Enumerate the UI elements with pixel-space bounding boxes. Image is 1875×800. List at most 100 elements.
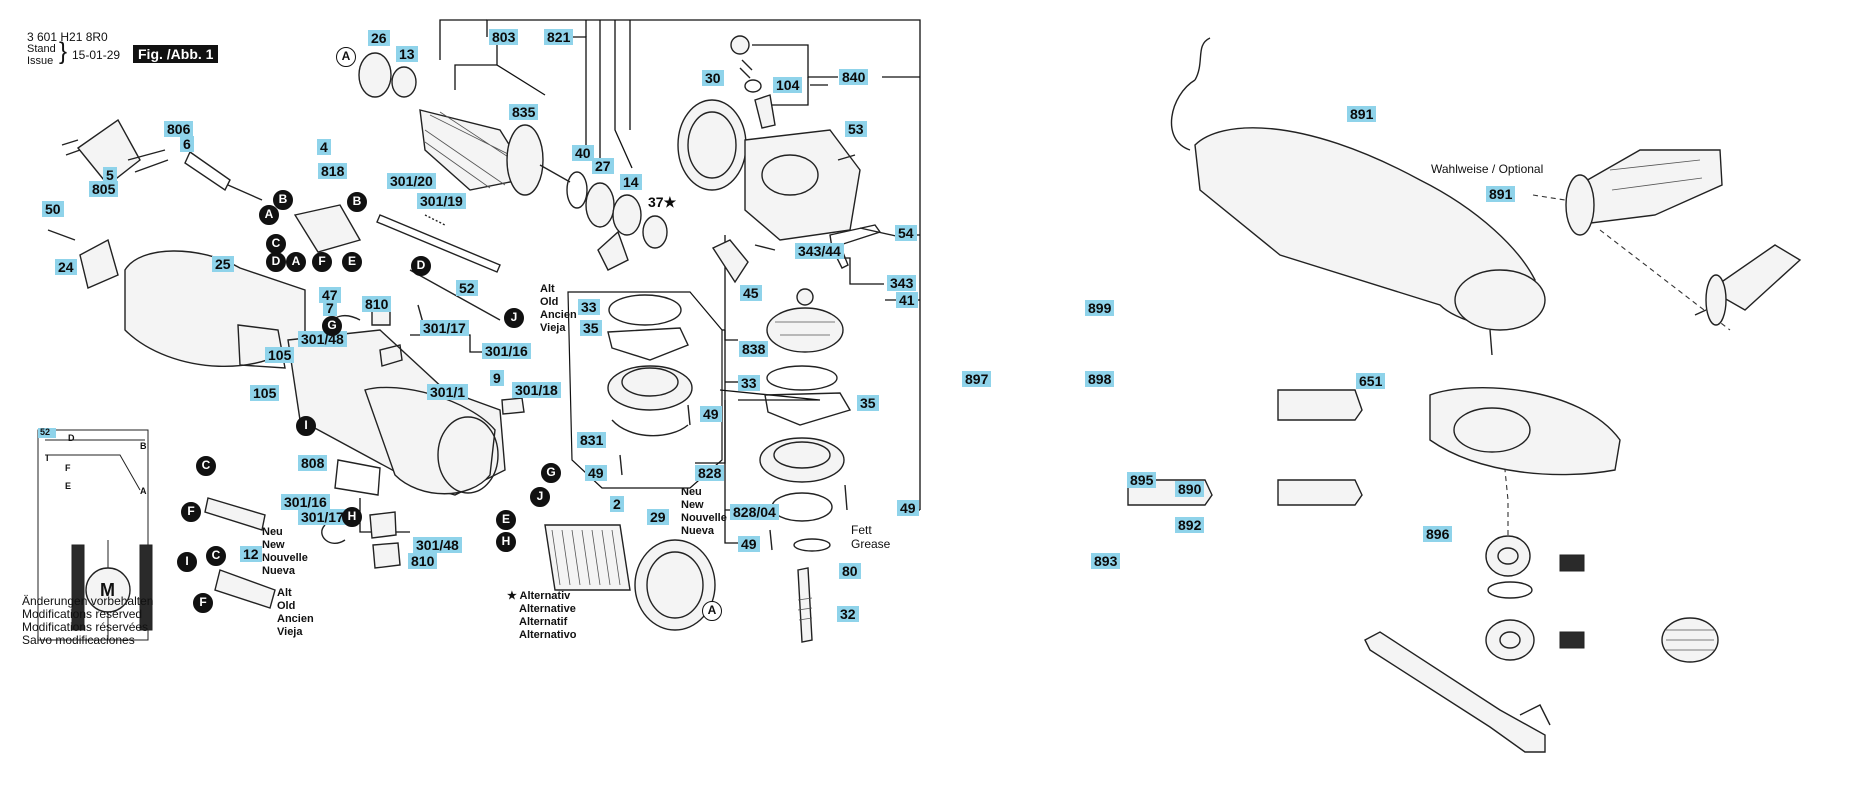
part-label-651[interactable]: 651 [1356,373,1386,389]
part-label-37[interactable]: 37★ [648,194,677,210]
part-label-838[interactable]: 838 [739,341,769,357]
part-label-301-17-bottom[interactable]: 301/17 [298,509,347,525]
part-label-301-48-top[interactable]: 301/48 [298,331,347,347]
callout-i-housing: I [296,416,316,436]
part-label-301-48-bottom[interactable]: 301/48 [413,537,462,553]
part-label-24[interactable]: 24 [55,259,77,275]
part-label-49-new-lower[interactable]: 49 [738,536,760,552]
part-label-831[interactable]: 831 [577,432,607,448]
part-label-9[interactable]: 9 [490,370,504,386]
part-label-45[interactable]: 45 [740,285,762,301]
wiring-letter-f: F [65,463,71,473]
part-label-301-16-bottom[interactable]: 301/16 [281,494,330,510]
wiring-letter-b: B [140,441,147,451]
callout-f-switch: F [312,252,332,272]
callout-j-wire: J [504,308,524,328]
part-label-33-alt[interactable]: 33 [578,299,600,315]
issue-date: 15-01-29 [72,48,121,62]
part-label-41[interactable]: 41 [896,292,918,308]
part-label-105-top[interactable]: 105 [265,347,295,363]
part-label-891-top[interactable]: 891 [1347,106,1377,122]
text-wahlweise-optional: Wahlweise / Optional [1431,162,1544,176]
part-label-301-19[interactable]: 301/19 [417,193,466,209]
part-label-12[interactable]: 12 [240,546,262,562]
part-label-47[interactable]: 47 [319,287,341,303]
part-label-803[interactable]: 803 [489,29,519,45]
part-label-301-20[interactable]: 301/20 [387,173,436,189]
part-label-892[interactable]: 892 [1175,517,1205,533]
issue-label: Issue [27,55,54,67]
part-label-810-top[interactable]: 810 [362,296,392,312]
part-label-6[interactable]: 6 [180,136,194,152]
part-label-13[interactable]: 13 [396,46,418,62]
callout-b-switch: B [347,192,367,212]
part-label-27[interactable]: 27 [592,158,614,174]
part-label-840[interactable]: 840 [839,69,869,85]
part-label-828-04[interactable]: 828/04 [730,504,779,520]
part-label-33-new[interactable]: 33 [738,375,760,391]
figure-badge: Fig. /Abb. 1 [133,45,219,63]
part-label-821[interactable]: 821 [544,29,574,45]
callout-h-stator: H [496,532,516,552]
part-label-301-1[interactable]: 301/1 [427,384,469,400]
part-label-805[interactable]: 805 [89,181,119,197]
callout-c-brush-old: C [206,546,226,566]
brace-glyph: } [59,38,68,65]
part-label-25[interactable]: 25 [212,256,234,272]
part-label-32[interactable]: 32 [837,606,859,622]
part-label-105-bottom[interactable]: 105 [250,385,280,401]
part-label-104[interactable]: 104 [773,77,803,93]
part-label-52[interactable]: 52 [456,280,478,296]
callout-a-switch: A [286,252,306,272]
callout-g-top: G [322,316,342,336]
part-label-53[interactable]: 53 [845,121,867,137]
part-label-50[interactable]: 50 [42,201,64,217]
wiring-motor-label: M [100,580,115,600]
part-label-26[interactable]: 26 [368,30,390,46]
part-label-891-optional[interactable]: 891 [1486,186,1516,202]
part-label-54[interactable]: 54 [895,225,917,241]
part-label-30[interactable]: 30 [702,70,724,86]
part-label-893[interactable]: 893 [1091,553,1121,569]
part-label-828[interactable]: 828 [695,465,725,481]
part-label-301-17-top[interactable]: 301/17 [420,320,469,336]
part-label-897[interactable]: 897 [962,371,992,387]
part-label-806[interactable]: 806 [164,121,194,137]
part-label-808[interactable]: 808 [298,455,328,471]
part-label-301-18[interactable]: 301/18 [512,382,561,398]
stand-issue-label: Stand Issue [27,43,56,67]
part-label-343[interactable]: 343 [887,275,917,291]
part-label-301-16-top[interactable]: 301/16 [482,343,531,359]
part-label-4[interactable]: 4 [317,139,331,155]
part-label-35-new[interactable]: 35 [857,395,879,411]
callout-c-brush-new: C [196,456,216,476]
part-label-35-alt[interactable]: 35 [580,320,602,336]
part-label-14[interactable]: 14 [620,174,642,190]
part-label-29[interactable]: 29 [647,509,669,525]
part-label-810-bottom[interactable]: 810 [408,553,438,569]
part-label-818[interactable]: 818 [318,163,348,179]
wiring-tag: 52 [40,427,51,437]
part-label-49-alt-upper[interactable]: 49 [700,406,722,422]
part-label-80[interactable]: 80 [839,563,861,579]
part-label-49-right[interactable]: 49 [897,500,919,516]
part-label-898[interactable]: 898 [1085,371,1115,387]
part-label-5[interactable]: 5 [103,167,117,183]
part-label-835[interactable]: 835 [509,104,539,120]
callout-f-brush-new: F [181,502,201,522]
callout-i-brush-old: I [177,552,197,572]
part-label-49-alt-lower[interactable]: 49 [585,465,607,481]
wiring-letter-e: E [65,481,72,491]
part-label-7[interactable]: 7 [323,300,337,316]
part-label-896[interactable]: 896 [1423,526,1453,542]
part-label-895[interactable]: 895 [1127,472,1157,488]
part-label-2[interactable]: 2 [610,496,624,512]
part-label-890[interactable]: 890 [1175,481,1205,497]
part-label-899[interactable]: 899 [1085,300,1115,316]
part-label-40[interactable]: 40 [572,145,594,161]
part-label-343-44[interactable]: 343/44 [795,243,844,259]
